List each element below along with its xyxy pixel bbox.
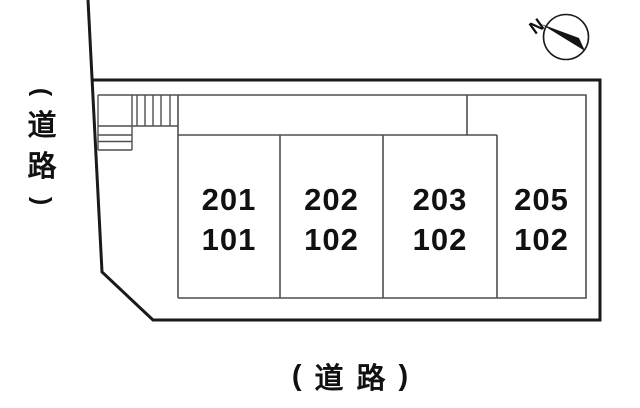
- unit-205-lower: 102: [514, 222, 569, 257]
- unit-201-upper: 201: [201, 182, 257, 217]
- road-left-close-paren: ): [27, 196, 56, 206]
- building-outline: [98, 94, 587, 299]
- unit-202-label: 202 102: [280, 180, 383, 264]
- road-left-kanji-2: 路: [27, 151, 57, 183]
- stairs: [97, 95, 178, 151]
- property-boundary: [86, 0, 602, 322]
- unit-205-upper: 205: [514, 182, 569, 217]
- road-bottom-open-paren: (: [291, 359, 302, 392]
- compass-needle-icon: [541, 24, 585, 51]
- building-top-right-bottom: [98, 94, 587, 299]
- road-label-left: ( 道 路 ): [22, 82, 62, 211]
- compass: N: [525, 13, 590, 61]
- unit-201-label: 201 101: [178, 180, 280, 264]
- road-bottom-close-paren: ): [398, 359, 409, 392]
- unit-205-label: 205 102: [497, 180, 586, 264]
- unit-202-lower: 102: [304, 222, 359, 257]
- unit-203-upper: 203: [412, 182, 468, 217]
- road-bottom-kanji-2: 路: [356, 363, 386, 395]
- road-label-bottom: ( 道 路 ): [255, 356, 445, 396]
- unit-203-label: 203 102: [383, 180, 497, 264]
- road-left-open-paren: (: [27, 87, 56, 97]
- road-bottom-kanji-1: 道: [314, 363, 344, 395]
- compass-circle: [542, 13, 590, 61]
- road-left-kanji-1: 道: [27, 110, 57, 142]
- unit-201-lower: 101: [201, 222, 257, 257]
- unit-203-lower: 102: [412, 222, 468, 257]
- unit-202-upper: 202: [304, 182, 359, 217]
